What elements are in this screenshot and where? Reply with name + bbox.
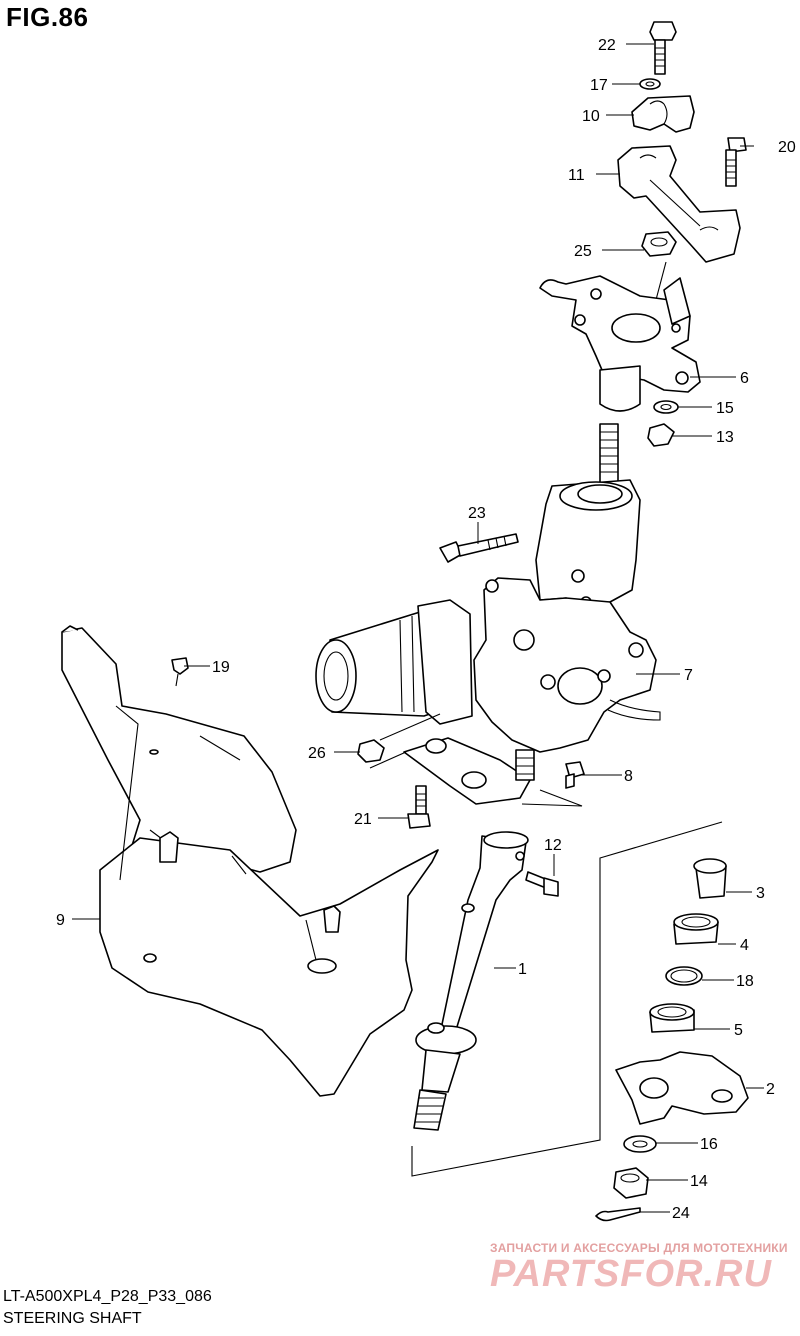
part-3-bushing (693, 858, 727, 899)
part-9-cover (61, 625, 439, 1097)
part-21-bolt (407, 785, 431, 829)
part-20-bolt (725, 137, 747, 187)
leader-lines (72, 43, 764, 1213)
callout-4: 4 (740, 937, 749, 954)
part-1-steering-shaft (413, 831, 529, 1131)
part-14-nut (613, 1167, 649, 1199)
watermark-brand: PARTSFOR.RU (490, 1253, 772, 1295)
callout-17: 17 (590, 77, 608, 94)
callout-19: 19 (212, 659, 230, 676)
callout-9: 9 (56, 912, 65, 929)
callout-2: 2 (766, 1081, 775, 1098)
part-7-power-steering-unit (315, 423, 661, 805)
callout-23: 23 (468, 505, 486, 522)
part-23-bolt (439, 533, 519, 563)
callout-7: 7 (684, 667, 693, 684)
part-10-handlebar-holder-upper (631, 95, 695, 133)
part-19-clip (171, 657, 189, 687)
part-5-bearing (649, 1003, 695, 1033)
watermark-tagline: ЗАПЧАСТИ И АКСЕССУАРЫ ДЛЯ МОТОТЕХНИКИ (490, 1241, 788, 1255)
part-13-nut (647, 423, 675, 447)
callout-12: 12 (544, 837, 562, 854)
callout-6: 6 (740, 370, 749, 387)
callout-22: 22 (598, 37, 616, 54)
diagram-title: STEERING SHAFT (3, 1310, 142, 1327)
callout-1: 1 (518, 961, 527, 978)
callout-14: 14 (690, 1173, 708, 1190)
part-25-nut (641, 231, 677, 257)
callout-10: 10 (582, 108, 600, 125)
callout-labels: 22 17 10 11 20 25 6 15 13 23 7 19 26 8 2… (56, 37, 796, 1222)
callout-24: 24 (672, 1205, 690, 1222)
part-17-washer (639, 78, 661, 90)
callout-11: 11 (568, 167, 585, 184)
callout-13: 13 (716, 429, 734, 446)
figure-title: FIG.86 (6, 2, 89, 32)
part-2-pitman-arm (615, 1051, 749, 1125)
part-12-bolt (525, 871, 559, 897)
callout-3: 3 (756, 885, 765, 902)
part-24-cotter-pin (595, 1207, 641, 1222)
callout-21: 21 (354, 811, 372, 828)
part-6-steering-bracket (539, 275, 701, 412)
callout-15: 15 (716, 400, 734, 417)
callout-26: 26 (308, 745, 326, 762)
callout-25: 25 (574, 243, 592, 260)
callout-8: 8 (624, 768, 633, 785)
part-4-bearing (673, 913, 719, 945)
part-26-nut (357, 739, 385, 763)
part-18-ring (665, 966, 703, 986)
callout-18: 18 (736, 973, 754, 990)
part-16-washer (623, 1135, 657, 1153)
callout-5: 5 (734, 1022, 743, 1039)
callout-20: 20 (778, 139, 796, 156)
part-8-bolt (565, 761, 585, 789)
model-code: LT-A500XPL4_P28_P33_086 (3, 1288, 212, 1305)
part-11-handlebar-holder-lower (617, 145, 741, 263)
part-15-washer (653, 400, 679, 414)
part-22-bolt (649, 21, 677, 75)
callout-16: 16 (700, 1136, 718, 1153)
